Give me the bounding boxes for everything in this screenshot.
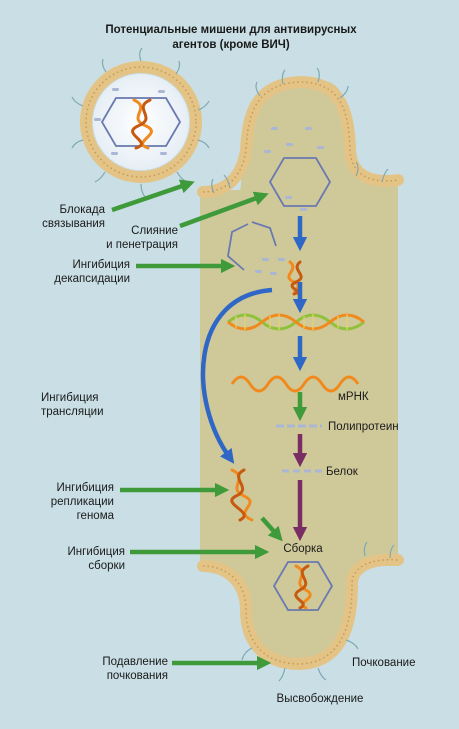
green-internal-arrows (260, 392, 308, 542)
label-binding-block-1: Блокада (60, 204, 106, 216)
blue-arrows (200, 216, 308, 464)
mrna-strand (230, 375, 360, 393)
arrow-binding-block (111, 179, 195, 213)
label-assembly: Сборка (283, 543, 323, 555)
label-release: Высвобождение (277, 693, 364, 705)
assembled-genome (294, 564, 312, 610)
title-line-2: агентов (кроме ВИЧ) (172, 39, 290, 51)
label-budding-suppr-1: Подавление (102, 656, 168, 668)
entering-capsid (268, 157, 332, 207)
membrane-spikes (211, 67, 395, 682)
label-replication-3: генома (77, 510, 115, 522)
label-translation-2: трансляции (41, 406, 104, 418)
dna-helix (227, 313, 365, 331)
inhibitor-arrows (111, 179, 272, 671)
arrow-fusion (179, 191, 269, 229)
label-protein: Белок (326, 466, 359, 478)
label-fusion-1: Слияние (131, 225, 178, 237)
label-fusion-2: и пенетрация (106, 239, 178, 251)
label-replication-2: репликации (51, 496, 114, 508)
label-budding-suppr-2: почкования (107, 670, 168, 682)
virion-genome-helix (131, 98, 153, 150)
label-mrna: мРНК (338, 391, 369, 403)
virion-capsid (100, 97, 182, 147)
assembled-capsid (272, 561, 334, 611)
title-line-1: Потенциальные мишени для антивирусных (105, 24, 357, 36)
virion (71, 47, 210, 198)
label-assembly-inhib-1: Ингибиция (68, 546, 125, 558)
replicated-genome (230, 468, 254, 522)
label-uncoating-1: Ингибиция (73, 259, 130, 271)
virion-spikes (71, 47, 210, 198)
membrane-particles (264, 127, 324, 211)
cell-membrane-bottom (197, 553, 404, 671)
label-uncoating-2: декапсидации (54, 273, 130, 285)
virion-particles (94, 88, 167, 155)
label-translation-1: Ингибиция (41, 392, 98, 404)
label-budding: Почкование (352, 657, 416, 669)
label-replication-1: Ингибиция (57, 482, 114, 494)
uncoating-particles (255, 258, 285, 275)
released-genome (287, 260, 303, 296)
label-polyprotein: Полипротеин (328, 421, 399, 433)
label-binding-block-2: связывания (42, 218, 105, 230)
cell-membrane-top (197, 75, 404, 198)
uncoating-capsid (227, 221, 277, 271)
label-assembly-inhib-2: сборки (88, 560, 125, 572)
